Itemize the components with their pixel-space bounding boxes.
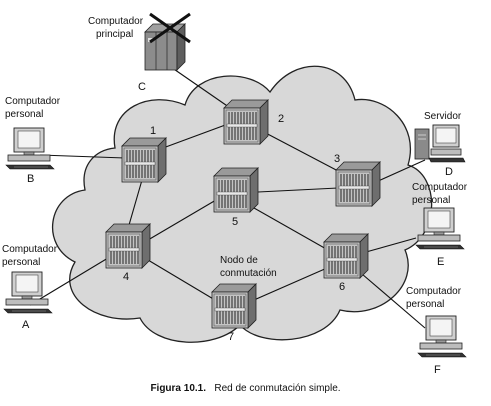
station-d-label: Servidor	[424, 111, 462, 122]
station-a-label-line1: Computador	[2, 244, 58, 255]
link-2-3	[259, 129, 341, 173]
switching-node-6: 6	[323, 233, 369, 293]
figure-number: Figura 10.1.	[150, 383, 207, 394]
station-f-letter: F	[434, 364, 441, 376]
personal-computer-icon	[3, 271, 53, 314]
link-6-e	[365, 237, 417, 253]
station-b-letter: B	[27, 173, 34, 185]
station-a-letter: A	[22, 319, 30, 331]
switching-node-2: 2	[223, 99, 284, 145]
station-c-letter: C	[138, 81, 146, 93]
links	[29, 64, 426, 329]
switching-node-5: 5	[213, 167, 259, 228]
link-6-f	[361, 273, 426, 329]
link-b-1	[39, 154, 126, 159]
network-diagram: 1 2 3 4 5 6 7 Computador principal C Com…	[2, 12, 468, 376]
station-e-pc: Computador personal E	[412, 182, 468, 268]
station-e-label-line2: personal	[412, 195, 450, 206]
station-b-label-line2: personal	[5, 109, 43, 120]
node-5-number: 5	[232, 216, 238, 228]
link-3-d	[375, 159, 426, 183]
station-a-pc: Computador personal A	[2, 244, 58, 331]
station-e-label-line1: Computador	[412, 182, 468, 193]
station-a-label-line2: personal	[2, 257, 40, 268]
figure-caption: Figura 10.1. Red de conmutación simple.	[0, 383, 491, 394]
node-1-number: 1	[150, 125, 156, 137]
station-f-label-line2: personal	[406, 299, 444, 310]
switching-node-1: 1	[121, 125, 167, 183]
switching-node-7: 7	[211, 283, 257, 343]
personal-computer-icon	[417, 315, 467, 358]
node-6-number: 6	[339, 281, 345, 293]
link-4-7	[147, 259, 216, 301]
link-5-6	[253, 207, 329, 251]
mainframe-icon	[144, 12, 191, 71]
switching-node-annotation-line2: conmutación	[220, 268, 277, 279]
figure-title: Red de conmutación simple.	[214, 383, 341, 394]
switching-node-3: 3	[334, 153, 381, 207]
link-1-4	[126, 179, 143, 233]
node-3-number: 3	[334, 153, 340, 165]
link-1-2	[162, 123, 229, 149]
switching-node-annotation-line1: Nodo de	[220, 255, 258, 266]
station-b-pc: Computador personal B	[5, 96, 61, 185]
link-7-6	[253, 267, 328, 301]
server-computer-icon	[414, 124, 466, 163]
station-d-letter: D	[445, 166, 453, 178]
node-4-number: 4	[123, 271, 129, 283]
node-7-number: 7	[228, 331, 234, 343]
personal-computer-icon	[5, 127, 55, 170]
station-c-label-line2: principal	[96, 29, 133, 40]
link-4-5	[147, 199, 217, 241]
link-a-4	[29, 257, 109, 306]
link-5-3	[257, 187, 339, 193]
station-f-pc: Computador personal F	[406, 286, 467, 376]
station-c-label-line1: Computador	[88, 16, 144, 27]
station-f-label-line1: Computador	[406, 286, 462, 297]
station-b-label-line1: Computador	[5, 96, 61, 107]
station-d-server: Servidor D	[414, 111, 466, 178]
node-2-number: 2	[278, 113, 284, 125]
link-c-2	[167, 64, 237, 113]
station-e-letter: E	[437, 256, 444, 268]
station-c-mainframe: Computador principal C	[88, 12, 191, 93]
switching-node-4: 4	[105, 223, 151, 283]
